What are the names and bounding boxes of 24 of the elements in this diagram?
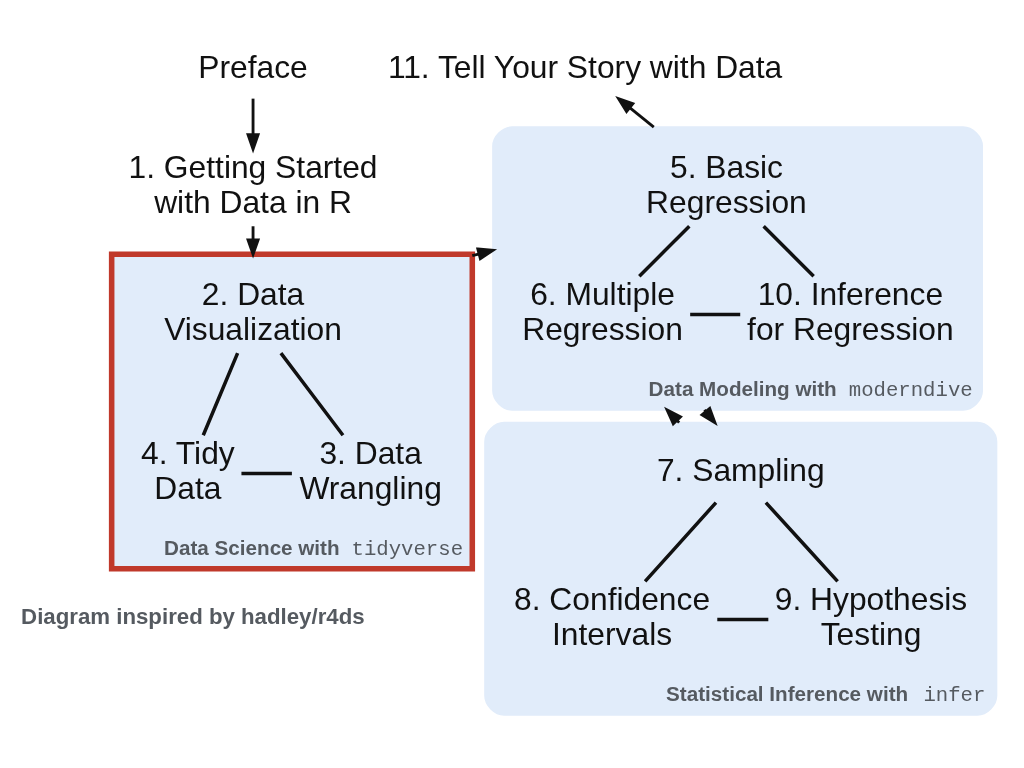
node-text: 6. Multiple Regression	[522, 275, 683, 347]
connector	[201, 351, 240, 436]
node-text: 1. Getting Started with Data in R	[128, 148, 378, 220]
node-text: 2. Data Visualization	[164, 275, 342, 347]
node-text: 3. Data Wrangling	[299, 434, 442, 506]
node-text: 9. Hypothesis Testing	[774, 580, 968, 652]
node-text: 5. Basic Regression	[646, 148, 807, 220]
connector	[690, 312, 741, 316]
arrow	[246, 98, 261, 153]
connector	[638, 224, 691, 278]
node-text: 10. Inference for Regression	[747, 275, 954, 347]
node-text: 4. Tidy Data	[141, 434, 235, 506]
connector	[717, 617, 769, 621]
node-text: Preface	[198, 48, 308, 85]
node-text: 11. Tell Your Story with Data	[387, 48, 783, 85]
node-text: 7. Sampling	[656, 451, 825, 488]
connector	[762, 224, 815, 277]
label: Diagram inspired by hadley/r4ds	[21, 603, 365, 629]
connector	[279, 351, 345, 436]
connector	[643, 500, 718, 582]
connector	[764, 500, 839, 583]
connector	[241, 471, 292, 475]
node-text: 8. Confidence Intervals	[514, 580, 711, 652]
arrow	[615, 95, 655, 128]
